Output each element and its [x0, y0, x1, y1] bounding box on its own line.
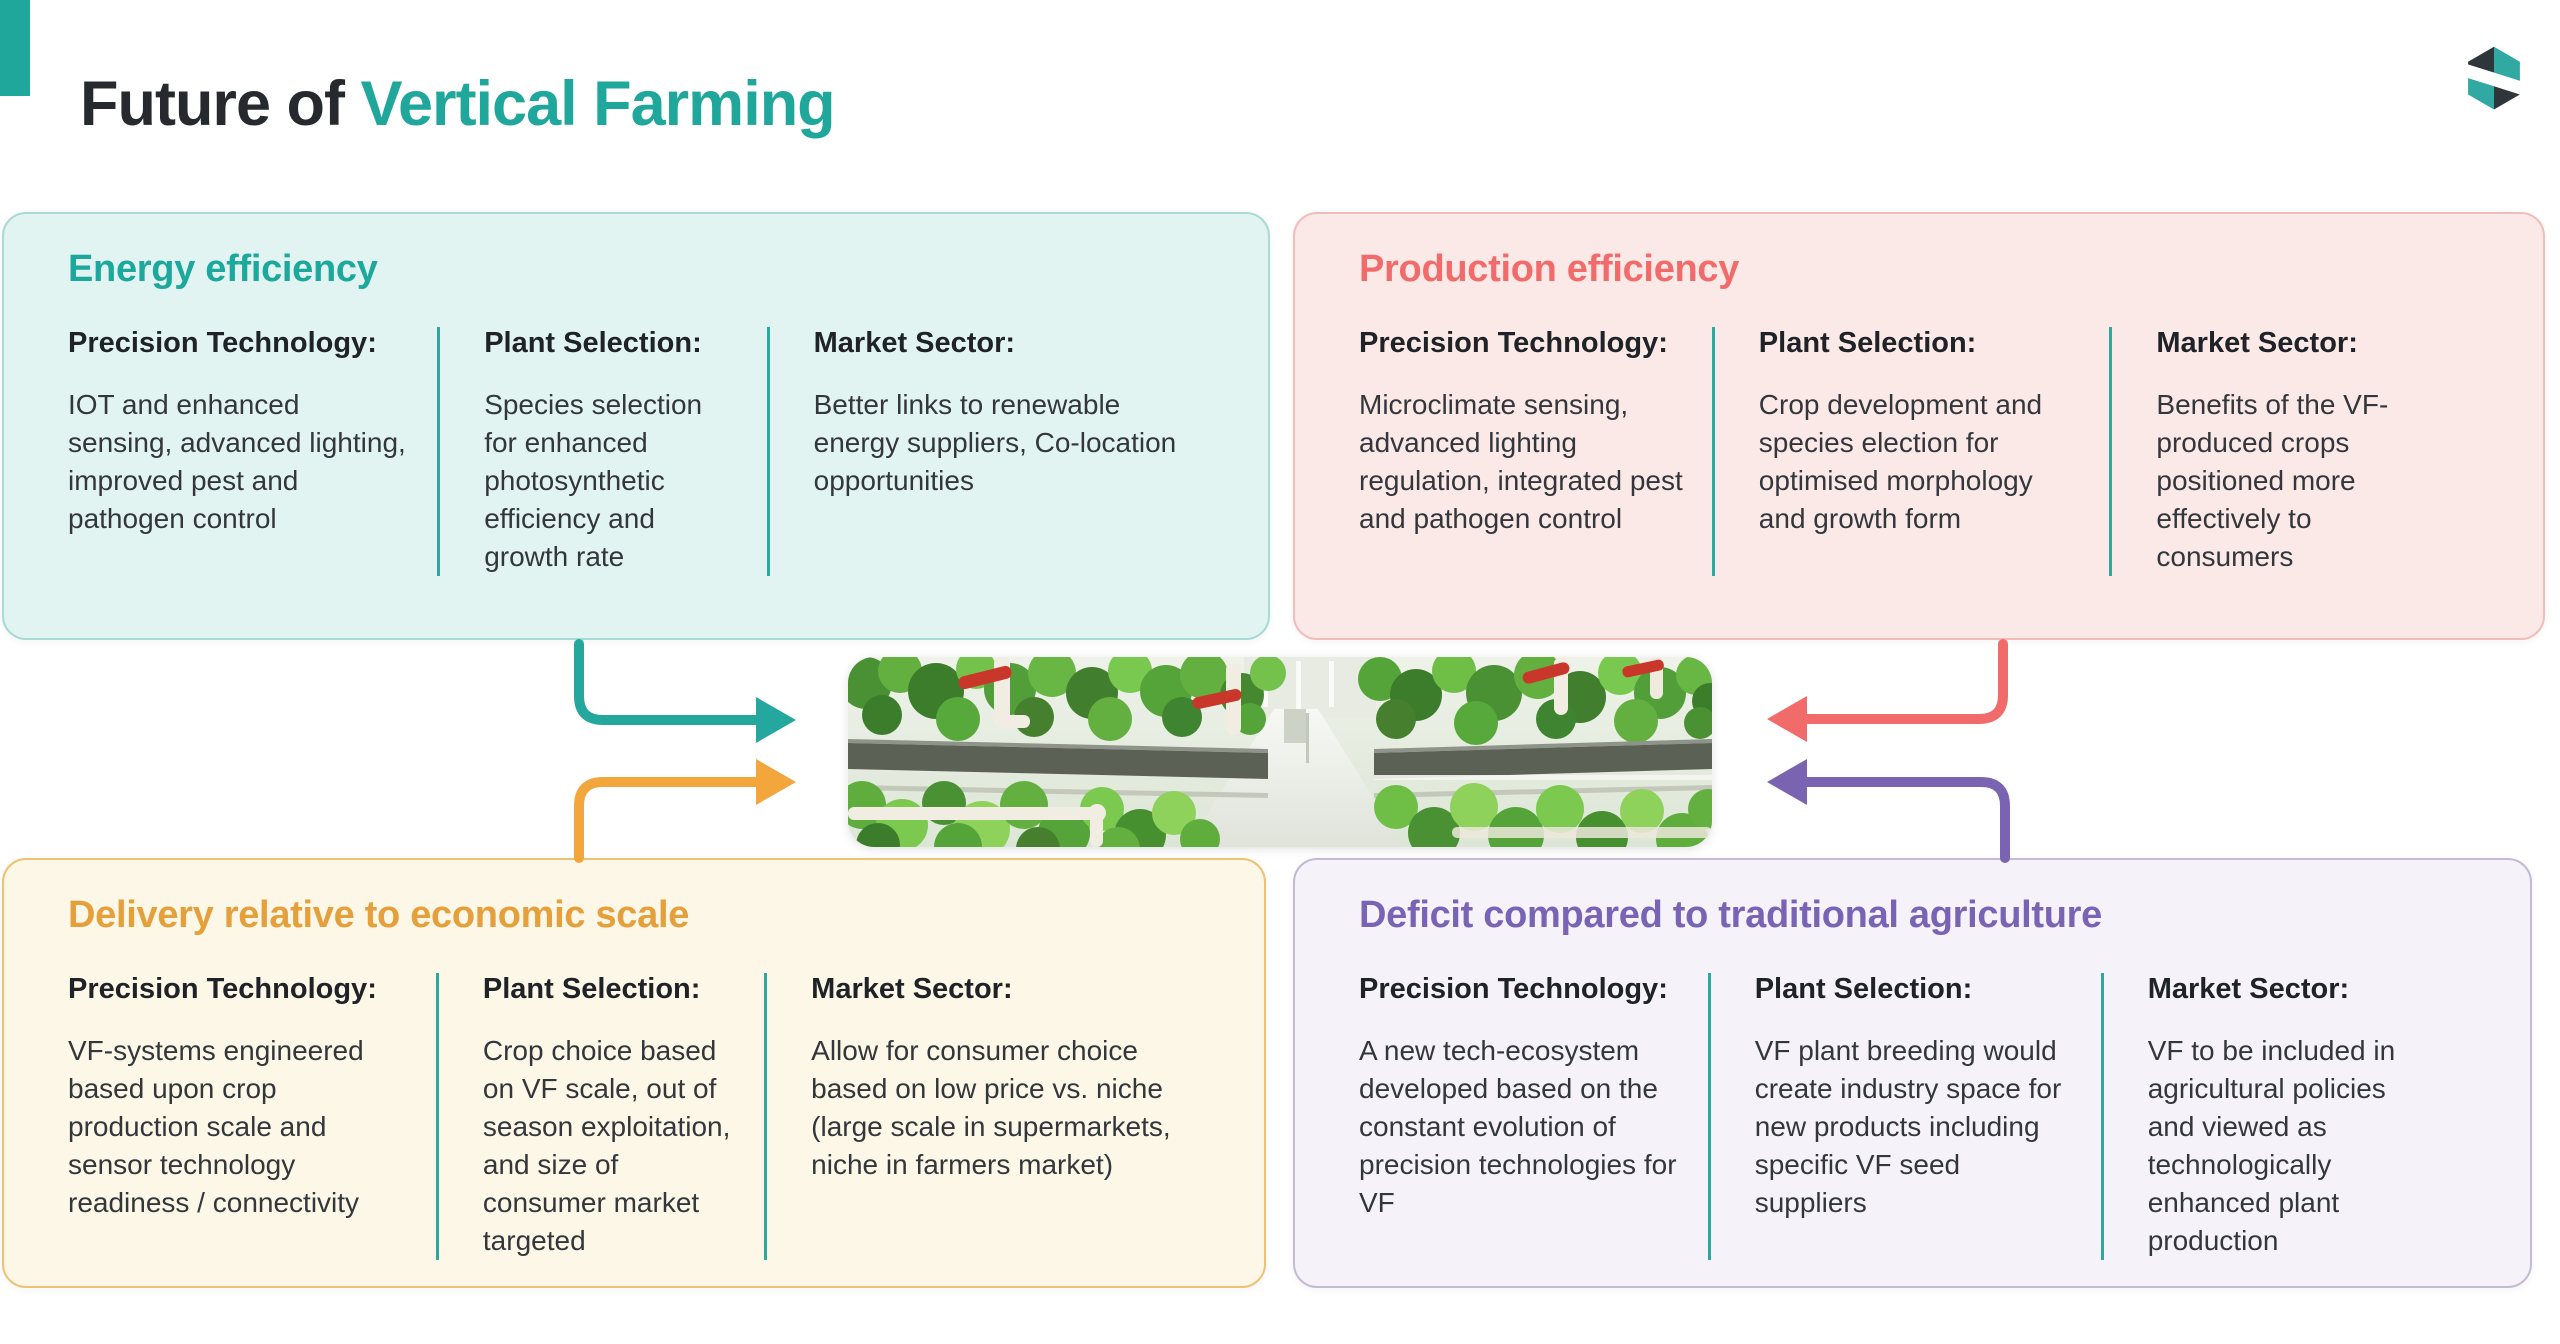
panel-energy-efficiency: Energy efficiency Precision Technology: …: [2, 212, 1270, 640]
vertical-farm-photo: [848, 657, 1712, 847]
arrow-production-to-center: [1802, 639, 2008, 724]
column-text: IOT and enhanced sensing, advanced light…: [68, 389, 406, 534]
column-text: Species selection for enhanced photosynt…: [484, 389, 703, 572]
column-label: Market Sector:: [2147, 973, 2350, 1005]
panel-deficit-traditional-agriculture: Deficit compared to traditional agricult…: [1293, 858, 2532, 1288]
panel-column: Precision Technology: IOT and enhanced s…: [68, 327, 437, 576]
panel-title: Deficit compared to traditional agricult…: [1359, 894, 2102, 936]
arrow-delivery-head: [756, 759, 796, 805]
column-label: Plant Selection:: [484, 327, 702, 359]
column-label: Plant Selection:: [482, 973, 701, 1005]
page-title: Future of Vertical Farming: [80, 54, 836, 154]
column-text: Allow for consumer choice based on low p…: [811, 1035, 1171, 1180]
column-text: Better links to renewable energy supplie…: [813, 389, 1177, 496]
column-text: Benefits of the VF-produced crops positi…: [2156, 389, 2389, 572]
arrow-deficit-to-center: [1802, 777, 2010, 863]
panel-title: Delivery relative to economic scale: [68, 894, 690, 936]
column-text: Crop development and species election fo…: [1758, 389, 2043, 534]
page-title-prefix: Future of: [80, 69, 345, 139]
panel-title: Production efficiency: [1359, 248, 1740, 290]
column-text: VF-systems engineered based upon crop pr…: [68, 1035, 364, 1218]
panel-column: Market Sector: Benefits of the VF-produc…: [2109, 327, 2479, 576]
arrow-energy-head: [756, 697, 796, 743]
panel-column: Precision Technology: Microclimate sensi…: [1359, 327, 1712, 576]
panel-column: Market Sector: Better links to renewable…: [766, 327, 1204, 576]
column-text: VF plant breeding would create industry …: [1754, 1035, 2062, 1218]
panel-column: Market Sector: VF to be included in agri…: [2100, 973, 2466, 1260]
column-text: VF to be included in agricultural polici…: [2147, 1035, 2396, 1256]
panel-column: Plant Selection: Crop development and sp…: [1711, 327, 2110, 576]
foliage-bottom-right: [1374, 783, 1712, 847]
column-label: Precision Technology:: [68, 327, 377, 359]
panel-column: Plant Selection: Crop choice based on VF…: [435, 973, 764, 1260]
panel-column: Plant Selection: Species selection for e…: [437, 327, 766, 576]
column-label: Precision Technology:: [68, 973, 377, 1005]
arrow-production-head: [1767, 696, 1807, 742]
page-title-highlight: Vertical Farming: [360, 69, 835, 139]
column-text: A new tech-ecosystem developed based on …: [1359, 1035, 1677, 1218]
panel-column: Precision Technology: A new tech-ecosyst…: [1359, 973, 1708, 1260]
title-accent-bar: [0, 0, 30, 96]
panel-column: Precision Technology: VF-systems enginee…: [68, 973, 436, 1260]
arrow-delivery-to-center: [574, 777, 761, 863]
column-text: Crop choice based on VF scale, out of se…: [482, 1035, 731, 1256]
column-label: Market Sector:: [813, 327, 1016, 359]
irrigation-pipes: [848, 657, 1712, 847]
column-label: Market Sector:: [811, 973, 1013, 1005]
arrow-deficit-head: [1767, 759, 1807, 805]
panel-title: Energy efficiency: [68, 248, 378, 290]
column-label: Plant Selection:: [1754, 973, 1973, 1005]
column-text: Microclimate sensing, advanced lighting …: [1359, 389, 1683, 534]
column-label: Precision Technology:: [1359, 973, 1668, 1005]
panel-column: Market Sector: Allow for consumer choice…: [764, 973, 1200, 1260]
column-label: Precision Technology:: [1359, 327, 1668, 359]
column-label: Market Sector:: [2156, 327, 2358, 359]
column-label: Plant Selection:: [1758, 327, 1977, 359]
panel-delivery-economic-scale: Delivery relative to economic scale Prec…: [2, 858, 1266, 1288]
panel-column: Plant Selection: VF plant breeding would…: [1707, 973, 2101, 1260]
brand-logo-icon: [2464, 44, 2524, 112]
panel-production-efficiency: Production efficiency Precision Technolo…: [1293, 212, 2545, 640]
arrow-energy-to-center: [574, 639, 761, 725]
